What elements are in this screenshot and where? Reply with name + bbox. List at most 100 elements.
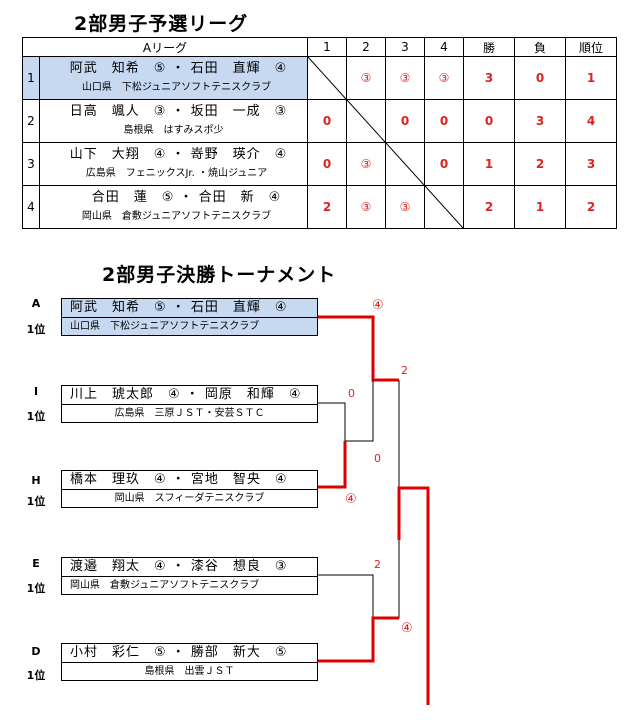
match-score: 2 <box>374 558 381 571</box>
result-cell: ③ <box>424 56 464 100</box>
result-cell: ③ <box>385 56 425 100</box>
wins-cell: 1 <box>463 142 515 186</box>
result-cell: 0 <box>424 99 464 143</box>
self-cell <box>307 56 347 100</box>
bracket-line <box>318 574 374 618</box>
pair-names: 合田 蓮 ⑤ ・ 合田 新 ④ <box>91 190 282 205</box>
pair-club: 島根県 はすみスポ少 <box>123 125 224 136</box>
block-label: A <box>31 297 41 310</box>
row-number: 4 <box>22 185 40 229</box>
entry-club: 島根県 出雲ＪＳＴ <box>62 662 317 680</box>
pair-names: 山下 大翔 ④ ・ 嵜野 瑛介 ④ <box>69 147 288 162</box>
entry-box: 橋本 理玖 ④ ・ 宮地 智央 ④ 岡山県 スフィーダテニスクラブ <box>61 470 318 508</box>
rank-cell: 2 <box>565 185 617 229</box>
rank-label: 1位 <box>26 669 46 682</box>
rank-label: 1位 <box>26 582 46 595</box>
match-score: ④ <box>401 621 413 636</box>
losses-cell: 3 <box>514 99 566 143</box>
header-col-3: 3 <box>385 37 425 57</box>
table-row: 4 合田 蓮 ⑤ ・ 合田 新 ④ 岡山県 倉敷ジュニアソフトテニスクラブ 2 … <box>22 185 617 229</box>
pair-club: 広島県 フェニックスJr. ・焼山ジュニア <box>85 168 268 179</box>
table-row: 1 阿武 知希 ⑤ ・ 石田 直輝 ④ 山口県 下松ジュニアソフトテニスクラブ … <box>22 56 617 100</box>
result-cell: ③ <box>346 185 386 229</box>
header-rank: 順位 <box>565 37 617 57</box>
match-score: 2 <box>401 364 408 377</box>
header-wins: 勝 <box>463 37 515 57</box>
diagonal-line <box>347 100 385 142</box>
result-cell: 2 <box>307 185 347 229</box>
losses-cell: 1 <box>514 185 566 229</box>
rank-label: 1位 <box>26 495 46 508</box>
match-score: 0 <box>348 387 355 400</box>
table-row: 3 山下 大翔 ④ ・ 嵜野 瑛介 ④ 広島県 フェニックスJr. ・焼山ジュニ… <box>22 142 617 186</box>
result-cell: ③ <box>346 142 386 186</box>
diagonal-line <box>308 57 346 99</box>
pair-club: 岡山県 倉敷ジュニアソフトテニスクラブ <box>81 211 272 222</box>
block-label: D <box>31 645 41 658</box>
entry-names: 川上 琥太郎 ④ ・ 岡原 和輝 ④ <box>70 387 302 402</box>
match-score: 0 <box>374 452 381 465</box>
pair-names: 日高 颯人 ③ ・ 坂田 一成 ③ <box>69 104 288 119</box>
pair-cell: 合田 蓮 ⑤ ・ 合田 新 ④ 岡山県 倉敷ジュニアソフトテニスクラブ <box>39 185 308 229</box>
header-league-name: Aリーグ <box>22 37 308 57</box>
entry-club: 岡山県 スフィーダテニスクラブ <box>62 489 317 507</box>
block-label: E <box>32 557 40 570</box>
bracket-line <box>318 402 346 441</box>
bracket-line <box>373 380 400 619</box>
result-cell: 0 <box>307 142 347 186</box>
pair-cell: 日高 颯人 ③ ・ 坂田 一成 ③ 島根県 はすみスポ少 <box>39 99 308 143</box>
wins-cell: 2 <box>463 185 515 229</box>
league-table: Aリーグ 1 2 3 4 勝 負 順位 1 阿武 知希 ⑤ ・ 石田 直輝 ④ … <box>22 37 617 229</box>
table-row: 2 日高 颯人 ③ ・ 坂田 一成 ③ 島根県 はすみスポ少 0 0 0 0 3… <box>22 99 617 143</box>
row-number: 1 <box>22 56 40 100</box>
rank-cell: 4 <box>565 99 617 143</box>
entry-club: 山口県 下松ジュニアソフトテニスクラブ <box>62 317 317 335</box>
header-col-2: 2 <box>346 37 386 57</box>
rank-label: 1位 <box>26 410 46 423</box>
pair-cell: 阿武 知希 ⑤ ・ 石田 直輝 ④ 山口県 下松ジュニアソフトテニスクラブ <box>39 56 308 100</box>
entry-club: 岡山県 倉敷ジュニアソフトテニスクラブ <box>62 576 317 594</box>
league-header-row: Aリーグ 1 2 3 4 勝 負 順位 <box>22 37 617 57</box>
self-cell <box>385 142 425 186</box>
losses-cell: 2 <box>514 142 566 186</box>
entry-box: 川上 琥太郎 ④ ・ 岡原 和輝 ④ 広島県 三原ＪＳＴ・安芸ＳＴＣ <box>61 385 318 423</box>
pair-names: 阿武 知希 ⑤ ・ 石田 直輝 ④ <box>69 61 288 76</box>
result-cell: 0 <box>307 99 347 143</box>
match-score: ④ <box>345 492 357 507</box>
entry-names: 橋本 理玖 ④ ・ 宮地 智央 ④ <box>70 472 288 487</box>
result-cell: ③ <box>385 185 425 229</box>
entry-names: 渡邉 翔太 ④ ・ 漆谷 想良 ③ <box>70 559 288 574</box>
header-col-4: 4 <box>424 37 464 57</box>
row-number: 2 <box>22 99 40 143</box>
self-cell <box>424 185 464 229</box>
losses-cell: 0 <box>514 56 566 100</box>
match-score: ④ <box>372 298 384 313</box>
wins-cell: 0 <box>463 99 515 143</box>
result-cell: 0 <box>385 99 425 143</box>
entry-names: 阿武 知希 ⑤ ・ 石田 直輝 ④ <box>70 300 288 315</box>
diagonal-line <box>386 143 424 185</box>
rank-cell: 1 <box>565 56 617 100</box>
entry-names: 小村 彩仁 ⑤ ・ 勝部 新大 ⑤ <box>70 645 288 660</box>
pair-cell: 山下 大翔 ④ ・ 嵜野 瑛介 ④ 広島県 フェニックスJr. ・焼山ジュニア <box>39 142 308 186</box>
bracket-line <box>318 616 399 663</box>
pair-club: 山口県 下松ジュニアソフトテニスクラブ <box>81 82 272 93</box>
rank-label: 1位 <box>26 323 46 336</box>
rank-cell: 3 <box>565 142 617 186</box>
result-cell: 0 <box>424 142 464 186</box>
tournament-title: 2部男子決勝トーナメント <box>102 264 337 286</box>
block-label: H <box>31 474 41 487</box>
bracket-line <box>397 486 430 705</box>
diagonal-line <box>425 186 463 228</box>
header-losses: 負 <box>514 37 566 57</box>
self-cell <box>346 99 386 143</box>
row-number: 3 <box>22 142 40 186</box>
bracket-line <box>318 441 347 489</box>
entry-club: 広島県 三原ＪＳＴ・安芸ＳＴＣ <box>62 404 317 422</box>
block-label: I <box>33 385 39 398</box>
bracket-line <box>318 315 399 382</box>
entry-box: 小村 彩仁 ⑤ ・ 勝部 新大 ⑤ 島根県 出雲ＪＳＴ <box>61 643 318 681</box>
entry-box: 渡邉 翔太 ④ ・ 漆谷 想良 ③ 岡山県 倉敷ジュニアソフトテニスクラブ <box>61 557 318 595</box>
header-col-1: 1 <box>307 37 347 57</box>
result-cell: ③ <box>346 56 386 100</box>
